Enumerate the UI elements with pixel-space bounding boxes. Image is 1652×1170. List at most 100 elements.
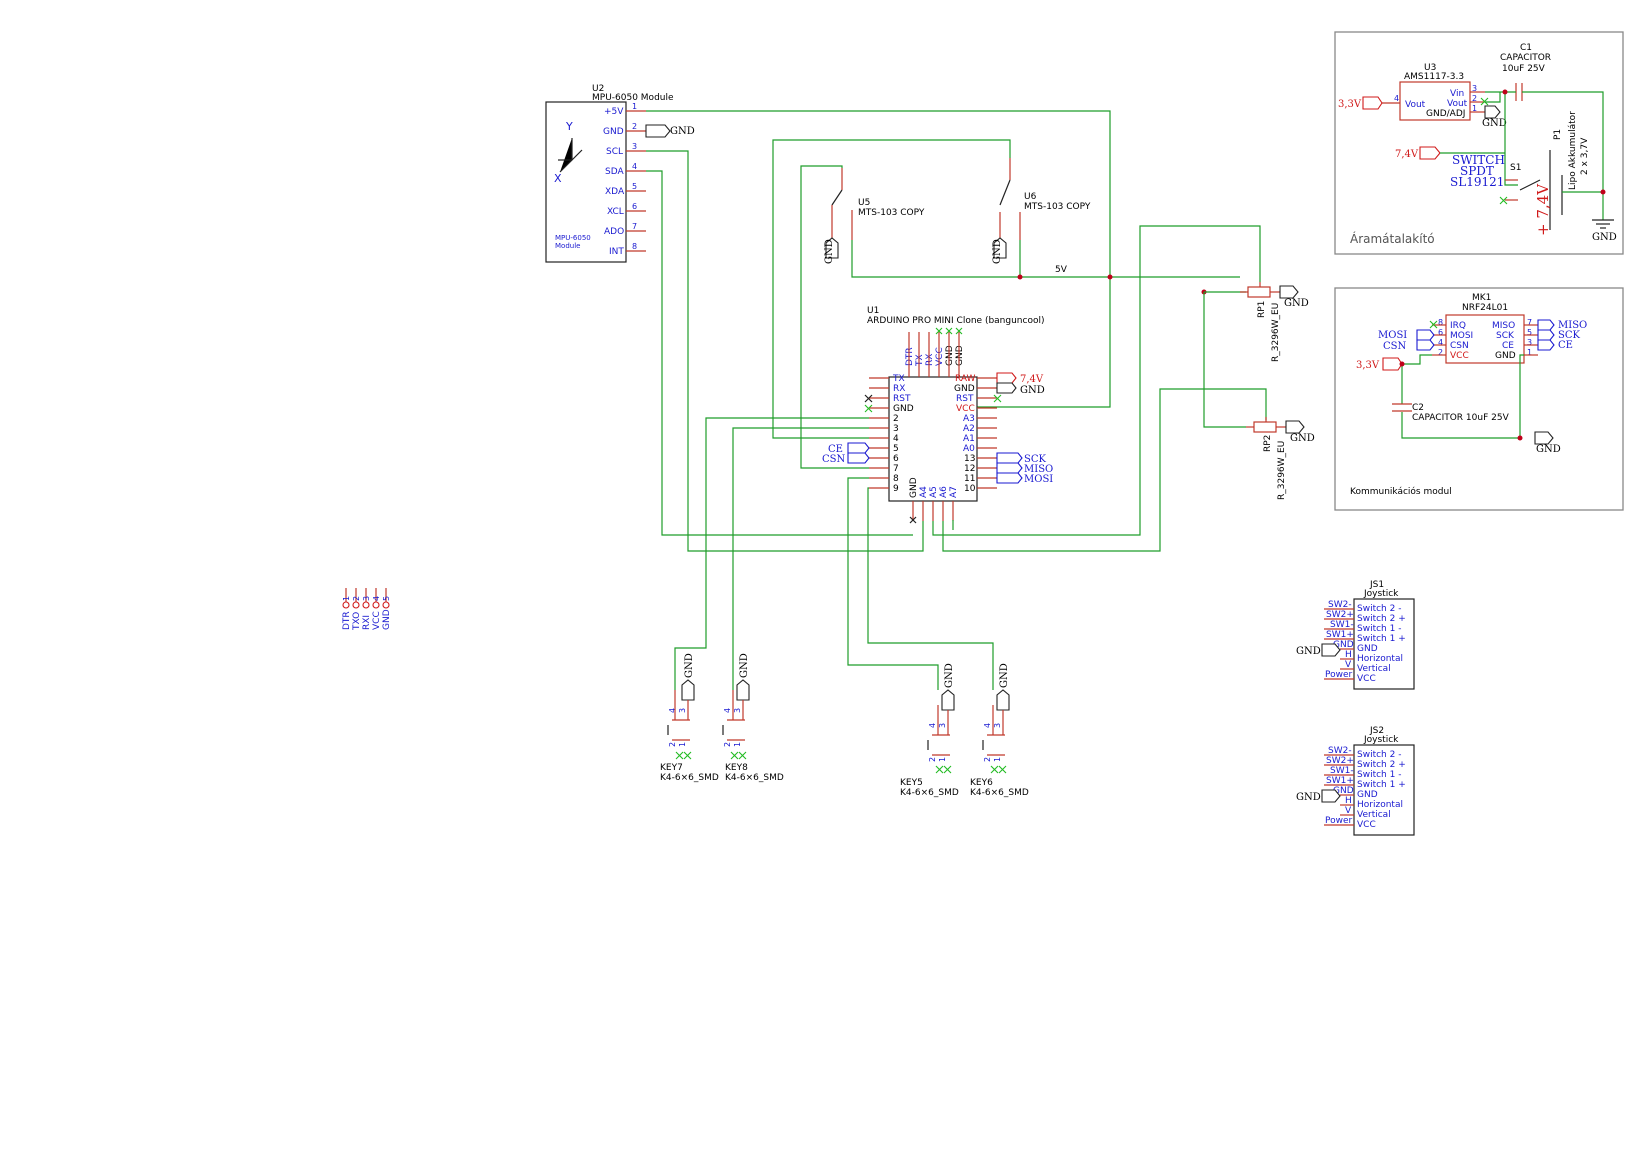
u1-net-csn: CSN [822, 454, 846, 465]
rp1-trimmer[interactable]: RP1 R_3296W_EU [1240, 282, 1281, 362]
js2-ref: JS2 [1369, 726, 1384, 736]
u1-port-miso [996, 462, 1023, 474]
u1-net-miso: MISO [1024, 464, 1053, 475]
u1-right-pins: RAW GND RST VCC A3 A2 A1 A0 13 12 11 10 [954, 374, 1002, 494]
key8-num-1: 1 [733, 742, 742, 747]
mk1-pin-csn: CSN [1450, 341, 1469, 351]
header-num-5: 5 [382, 596, 391, 601]
u2-num-8: 8 [632, 242, 637, 251]
mk1-body [1445, 314, 1525, 364]
u1-right-a3: A3 [963, 414, 975, 424]
u1-right-gnd: GND [954, 384, 975, 394]
u1-top-rx: RX [925, 354, 935, 366]
c2-capacitor[interactable]: C2 CAPACITOR 10uF 25V [1392, 403, 1510, 423]
u1-bottom-gnd: GND [909, 477, 919, 498]
u2-num-2: 2 [632, 122, 637, 131]
u2-body [545, 101, 627, 263]
js2-pin-sw2m: Switch 2 - [1357, 750, 1401, 760]
key6-gnd-label: GND [999, 663, 1010, 688]
u3-num-1: 1 [1472, 104, 1477, 113]
key6-button[interactable]: GND 4 3 2 1 KEY6 K4-6×6_SMD [970, 663, 1029, 798]
u1-left-8: 8 [893, 474, 899, 484]
js2-net-h: H [1345, 796, 1352, 806]
mk1-nrf24[interactable]: MK1 NRF24L01 IRQ MOSI CSN VCC MISO SCK C… [1429, 293, 1538, 364]
key6-ref: KEY6 [970, 778, 993, 788]
u3-pin-vout-l: Vout [1405, 100, 1426, 110]
rp1-gnd-port [1279, 285, 1299, 299]
u3-pin-gnd: GND/ADJ [1426, 109, 1465, 119]
key5-gnd-port [941, 689, 955, 711]
js1-pin-gnd: GND [1357, 644, 1378, 654]
js1-pin-labels: Switch 2 - Switch 2 + Switch 1 - Switch … [1357, 604, 1406, 684]
u2-pin-xcl: XCL [607, 207, 624, 217]
key8-num-4: 4 [723, 708, 732, 713]
js1-pin-sw1m: Switch 1 - [1357, 624, 1401, 634]
js1-gnd-label: GND [1296, 646, 1321, 657]
u3-pin-vin: Vin [1450, 89, 1464, 99]
rp2-value: R_3296W_EU [1277, 441, 1287, 500]
u1-arduino[interactable]: U1 ARDUINO PRO MINI Clone (banguncool) D… [864, 306, 1044, 524]
js2-pin-sw1p: Switch 1 + [1357, 780, 1406, 790]
rp2-ref: RP2 [1263, 435, 1273, 452]
u5-gnd-label: GND [824, 239, 835, 264]
u1-port-mosi [996, 472, 1023, 484]
u2-pin-ado: ADO [604, 227, 624, 237]
u3-regulator[interactable]: U3 AMS1117-3.3 Vin Vout GND/ADJ Vout 4 3… [1382, 63, 1489, 121]
key5-button[interactable]: GND 4 3 2 1 KEY5 K4-6×6_SMD [900, 663, 959, 798]
c1-ref: C1 [1520, 43, 1532, 53]
js2-pin-gnd: GND [1357, 790, 1378, 800]
u2-mpu6050[interactable]: U2 MPU-6050 Module MPU-6050 Module Y X +… [545, 84, 674, 263]
key7-button[interactable]: GND 4 3 2 1 KEY7 K4-6×6_SMD [660, 653, 719, 783]
u2-num-1: 1 [632, 102, 637, 111]
u1-right-rst: RST [956, 394, 974, 404]
header-num-2: 2 [352, 596, 361, 601]
u1-right-13: 13 [964, 454, 975, 464]
serial-header[interactable]: 1 2 3 4 5 DTR TXO RXI VCC GND [342, 588, 392, 631]
header-pin-gnd: GND [382, 609, 392, 630]
key5-num-3: 3 [938, 723, 947, 728]
mk1-num-1: 1 [1527, 348, 1532, 357]
mk1-net-3v3-port [1382, 357, 1403, 371]
mk1-gnd-port [1534, 431, 1554, 445]
u1-right-a0: A0 [963, 444, 975, 454]
mk1-num-8: 8 [1438, 318, 1443, 327]
mk1-num-3: 3 [1527, 338, 1532, 347]
u2-pin-sda: SDA [605, 167, 624, 177]
u5-switch[interactable]: U5 MTS-103 COPY 3 GND [824, 168, 925, 264]
u1-port-csn [847, 452, 870, 464]
key8-num-2: 2 [723, 742, 732, 747]
rp2-gnd-port [1285, 420, 1305, 434]
js1-joystick[interactable]: JS1 Joystick Switch 2 - Switch 2 + Switc… [1296, 580, 1415, 690]
c1-rating: 10uF 25V [1502, 64, 1546, 74]
mk1-pin-ce: CE [1502, 341, 1514, 351]
u6-value: MTS-103 COPY [1024, 202, 1091, 212]
key7-num-1: 1 [678, 742, 687, 747]
p1-gnd-label: GND [1592, 232, 1617, 243]
js2-gnd-label: GND [1296, 792, 1321, 803]
u1-port-7v4 [996, 372, 1017, 384]
u2-pin-numbers: 1 2 3 4 5 6 7 8 [632, 102, 637, 251]
u1-net-7v4: 7,4V [1020, 374, 1044, 385]
u1-right-11: 11 [964, 474, 975, 484]
key7-ref: KEY7 [660, 763, 683, 773]
u1-value: ARDUINO PRO MINI Clone (banguncool) [867, 316, 1044, 326]
u1-net-ce: CE [828, 444, 843, 455]
u6-ref: U6 [1024, 192, 1037, 202]
u2-axis-x: X [554, 172, 562, 185]
js2-joystick[interactable]: JS2 Joystick Switch 2 - Switch 2 + Switc… [1296, 726, 1415, 836]
key8-button[interactable]: GND 4 3 2 1 KEY8 K4-6×6_SMD [722, 653, 784, 783]
p1-battery[interactable]: P1 Lipo Akkumulátor 2 x 3,7V + 7,4V [1534, 111, 1590, 236]
rp2-trimmer[interactable]: RP2 R_3296W_EU [1246, 417, 1287, 500]
u6-switch[interactable]: U6 MTS-103 COPY 3 GND [992, 158, 1091, 264]
u1-bottom-a6: A6 [939, 486, 949, 498]
u1-bottom-pins: GND A4 A5 A6 A7 [909, 477, 959, 524]
s1-switch[interactable]: SWITCH SPDT SL19121 S1 [1450, 153, 1541, 205]
key6-value: K4-6×6_SMD [970, 788, 1029, 798]
header-pin-txo: TXO [352, 612, 362, 631]
js2-pin-labels: Switch 2 - Switch 2 + Switch 1 - Switch … [1357, 750, 1406, 830]
header-pin-vcc: VCC [372, 611, 382, 630]
header-pin-rxi: RXI [362, 615, 372, 630]
js1-ref: JS1 [1369, 580, 1384, 590]
mk1-num-5: 5 [1527, 328, 1532, 337]
s1-line1: SWITCH [1452, 153, 1505, 167]
